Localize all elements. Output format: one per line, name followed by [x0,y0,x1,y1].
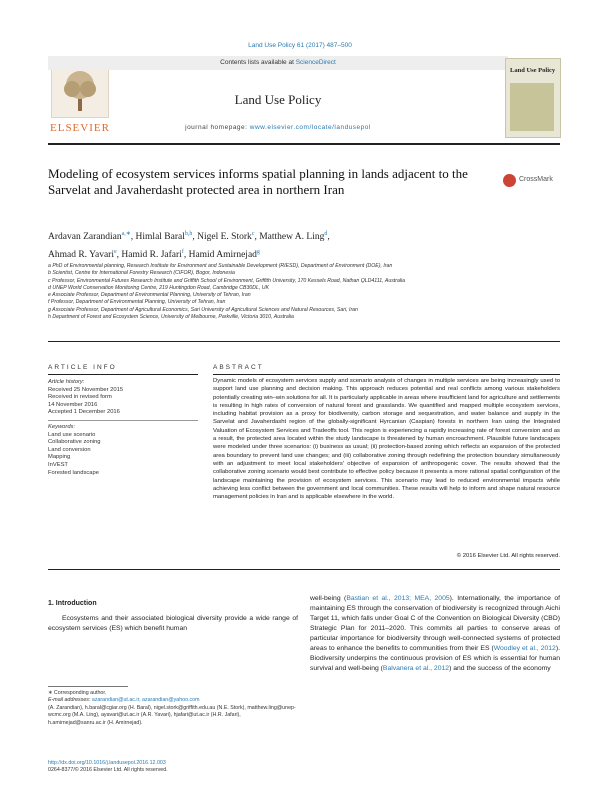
history-item: 14 November 2016 [48,401,98,408]
sciencedirect-link[interactable]: ScienceDirect [295,59,336,66]
author-list: Ardavan Zarandiana,∗, Himlal Baralb,h, N… [48,231,330,260]
article-title: Modeling of ecosystem services informs s… [48,166,468,197]
journal-header: ELSEVIER Contents lists available at Sci… [48,56,508,141]
abstract-heading: ABSTRACT [213,364,264,371]
author[interactable]: Ahmad R. Yavarie [48,248,117,260]
homepage-prefix: journal homepage: [185,124,248,131]
history-item: Accepted 1 December 2016 [48,409,120,416]
journal-title: Land Use Policy [234,92,322,107]
body-rule [48,569,560,570]
affiliation: f Professor, Department of Environmental… [48,299,226,306]
homepage-link[interactable]: www.elsevier.com/locate/landusepol [249,124,371,131]
section-rule [48,341,560,342]
affiliation: b Scientist, Centre for International Fo… [48,270,235,277]
contents-band [48,56,508,70]
keyword: InVEST [48,461,68,468]
affiliation: g Associate Professor, Department of Agr… [48,306,358,313]
header-rule [48,143,560,145]
citation-link[interactable]: Balvanera et al., 2012 [382,665,450,672]
author[interactable]: Matthew A. Lingd [259,231,328,243]
email-list: (A. Zarandian), h.baral@cgiar.org (H. Ba… [48,704,296,726]
crossmark-badge[interactable]: CrossMark [503,172,561,190]
keywords-rule [48,420,198,421]
journal-homepage: journal homepage: www.elsevier.com/locat… [48,124,508,131]
abstract-copyright: © 2016 Elsevier Ltd. All rights reserved… [456,553,560,559]
email-label: E-mail addresses: [48,697,91,704]
article-info-section: ARTICLE INFO [48,364,198,371]
affiliation: c Professor, Environmental Futures Resea… [48,277,406,284]
doi-link[interactable]: http://dx.doi.org/10.1016/j.landusepol.2… [48,760,166,766]
citation-link[interactable]: Bastian et al., 2013; MEA, 2005 [346,595,450,602]
article-history: Article history: Received 25 November 20… [48,379,198,417]
elsevier-wordmark: ELSEVIER [50,122,110,134]
section-heading-introduction: 1. Introduction [48,600,97,607]
author[interactable]: Himlal Baralb,h [135,231,193,243]
affiliation: e Associate Professor, Department of Env… [48,292,251,299]
keyword: Land use scenario [48,431,96,438]
keyword: Mapping [48,454,71,461]
article-info-heading: ARTICLE INFO [48,364,117,371]
intro-paragraph: Ecosystems and their associated biologic… [48,615,298,632]
abstract-body: Dynamic models of ecosystem services sup… [213,378,560,501]
footnote-rule [48,686,128,687]
contents-prefix: Contents lists available at [220,59,294,66]
crossmark-icon [503,174,516,187]
cover-title: Land Use Policy [510,67,556,74]
article-info-rule [48,374,198,375]
history-label: Article history: [48,379,85,385]
journal-cover: Land Use Policy [505,58,561,138]
author[interactable]: Hamid R. Jafarif [121,248,184,260]
cover-art [510,83,554,131]
corresponding-author-note: ∗ Corresponding author. [48,690,107,696]
journal-citation: Land Use Policy 61 (2017) 487–500 [248,42,352,49]
keywords-label: Keywords: [48,424,76,430]
body-column-left: Ecosystems and their associated biologic… [48,614,298,634]
affiliation: d UNEP World Conservation Monitoring Cen… [48,284,269,291]
keywords: Keywords: Land use scenario Collaborativ… [48,424,198,477]
doi-block: http://dx.doi.org/10.1016/j.landusepol.2… [48,760,298,775]
issn-line: 0264-8377/© 2016 Elsevier Ltd. All right… [48,767,168,774]
affiliation: h Department of Forest and Ecosystem Sci… [48,314,294,321]
footnotes: ∗ Corresponding author. E-mail addresses… [48,690,298,727]
history-item: Received in revised form [48,394,112,401]
keyword: Land conversion [48,446,91,453]
affiliation: a PhD of Environmental planning, Researc… [48,263,393,269]
abstract-rule [213,374,560,375]
history-item: Received 25 November 2015 [48,386,124,393]
crossmark-label: CrossMark [519,176,553,183]
affiliations: a PhD of Environmental planning, Researc… [48,263,560,321]
contents-line: Contents lists available at ScienceDirec… [48,59,508,66]
keyword: Forested landscape [48,469,99,476]
email-link[interactable]: azarandian@ut.ac.ir, azarandian@yahoo.co… [91,697,200,704]
author[interactable]: Ardavan Zarandiana,∗ [48,231,131,243]
abstract-section: ABSTRACT [213,364,560,371]
keyword: Collaborative zoning [48,439,101,446]
body-column-right: well-being (Bastian et al., 2013; MEA, 2… [310,595,560,672]
author[interactable]: Nigel E. Storkc [197,231,255,243]
citation-link[interactable]: Woodley et al., 2012 [493,645,556,652]
author[interactable]: Hamid Amirnejadg [188,248,260,260]
